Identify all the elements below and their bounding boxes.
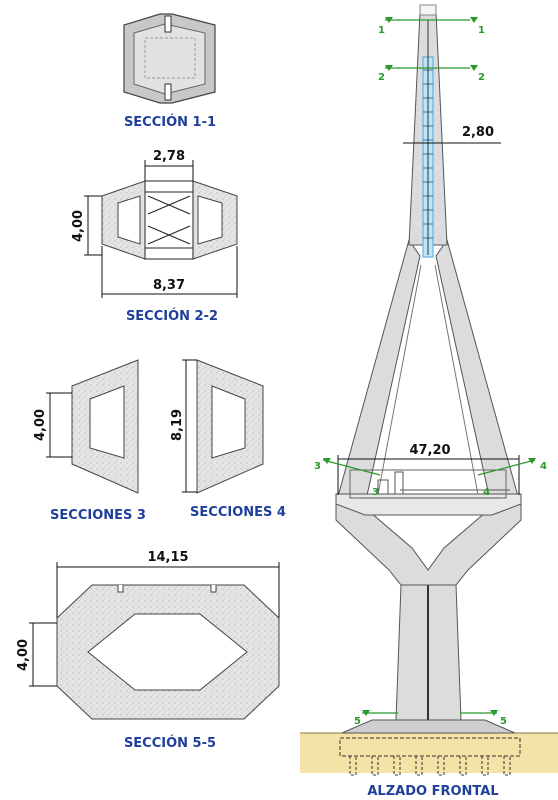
section-5-5-title: SECCIÓN 5-5 bbox=[124, 735, 216, 751]
dim-section-2-2-left: 4,00 bbox=[71, 210, 86, 242]
dim-section-5-5-left: 4,00 bbox=[16, 639, 31, 671]
dim-section-5-5-top: 14,15 bbox=[147, 550, 188, 565]
section-2-2-core bbox=[144, 180, 194, 260]
deck-details bbox=[360, 471, 510, 499]
cut-marker-2: 2 2 bbox=[378, 65, 485, 83]
cut-3-left-label: 3 bbox=[314, 461, 321, 472]
section-2-2-left-void bbox=[117, 195, 141, 245]
section-3-title: SECCIONES 3 bbox=[50, 508, 146, 523]
front-elevation: 2,80 47,20 1 1 2 2 3 3 bbox=[300, 4, 558, 799]
cut-4-right-label: 4 bbox=[540, 461, 547, 472]
column-footing bbox=[341, 719, 516, 734]
cut-marker-5: 5 5 bbox=[354, 710, 507, 727]
dim-section-2-2-top: 2,78 bbox=[153, 149, 185, 164]
section-1-1: SECCIÓN 1-1 bbox=[123, 13, 216, 130]
cut-marker-3: 3 3 bbox=[314, 458, 381, 498]
section-4: 8,19 SECCIONES 4 bbox=[170, 359, 286, 520]
cut-4-left-label: 4 bbox=[483, 487, 490, 498]
cut-5-left-label: 5 bbox=[354, 716, 361, 727]
right-leg bbox=[435, 238, 520, 501]
elevation-title: ALZADO FRONTAL bbox=[367, 784, 498, 799]
pile-cap bbox=[339, 737, 521, 757]
section-2-2-title: SECCIÓN 2-2 bbox=[126, 308, 218, 324]
section-4-void bbox=[211, 385, 246, 459]
section-2-2: 2,78 4,00 8,37 SECCIÓN 2-2 bbox=[71, 149, 238, 324]
piles bbox=[349, 756, 511, 776]
dim-mast-width: 2,80 bbox=[462, 125, 494, 140]
dim-section-3-left: 4,00 bbox=[33, 409, 48, 441]
cut-2-left-label: 2 bbox=[378, 72, 385, 83]
cut-marker-4: 4 4 bbox=[477, 458, 547, 498]
cut-1-right-label: 1 bbox=[478, 25, 485, 36]
section-5-5: 14,15 4,00 SECCIÓN 5-5 bbox=[16, 550, 280, 751]
dim-span: 47,20 bbox=[409, 443, 450, 458]
ground bbox=[300, 733, 558, 773]
section-1-1-anchor-top bbox=[164, 15, 172, 33]
section-1-1-title: SECCIÓN 1-1 bbox=[124, 114, 216, 130]
section-3-void bbox=[89, 385, 125, 459]
dim-section-4-left: 8,19 bbox=[170, 409, 185, 441]
section-5-5-void bbox=[87, 613, 248, 691]
section-1-1-anchor-bottom bbox=[164, 83, 172, 101]
section-1-1-void bbox=[144, 37, 196, 79]
cut-5-right-label: 5 bbox=[500, 716, 507, 727]
dim-section-2-2-bottom: 8,37 bbox=[153, 278, 185, 293]
cut-3-right-label: 3 bbox=[372, 487, 379, 498]
cut-marker-1: 1 1 bbox=[378, 17, 485, 36]
cut-1-left-label: 1 bbox=[378, 25, 385, 36]
left-leg bbox=[336, 238, 421, 501]
bridge-deck bbox=[335, 493, 522, 516]
cut-2-right-label: 2 bbox=[478, 72, 485, 83]
section-2-2-right-void bbox=[197, 195, 223, 245]
section-3: 4,00 SECCIONES 3 bbox=[33, 359, 146, 523]
section-4-title: SECCIONES 4 bbox=[190, 505, 286, 520]
